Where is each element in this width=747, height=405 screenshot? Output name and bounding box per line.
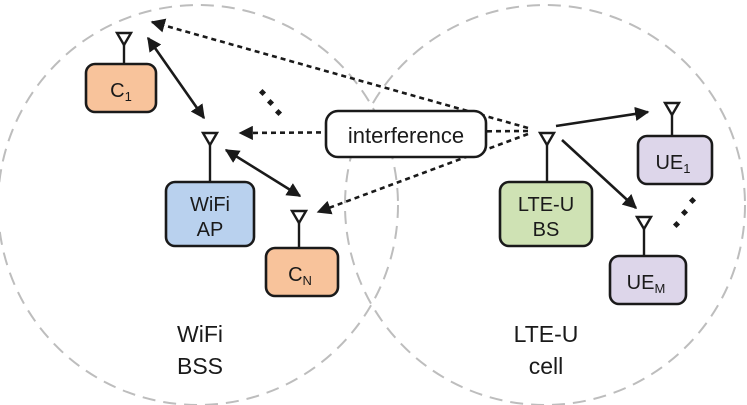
antenna-icon (537, 131, 557, 182)
antenna-icon (662, 101, 682, 136)
wifi-ap-label-line2: AP (197, 219, 224, 241)
link-bs-uem (561, 139, 638, 209)
ue-1-subscript: 1 (683, 161, 690, 176)
wifi-bss-region (0, 4, 399, 405)
interference-to-cn (316, 132, 529, 215)
wifi-bss-label-line2: BSS (177, 353, 223, 379)
client-c1-subscript: 1 (125, 89, 132, 104)
ue-m-subscript: M (654, 281, 665, 296)
ue-m-label: UE (627, 272, 655, 294)
client-cn-label: C (288, 264, 302, 286)
ue-1-box (636, 134, 714, 186)
wifi-links (146, 36, 302, 198)
antenna-icon (289, 209, 309, 248)
interference-box: interference (324, 109, 488, 159)
antennas (114, 31, 682, 256)
ue-1-node: UE1 (636, 134, 714, 186)
wifi-ap-node: WiFi AP (164, 180, 256, 248)
svg-text:UE1: UE1 (655, 152, 690, 176)
wifi-ap-box (164, 180, 256, 248)
link-c1-ap (146, 36, 206, 120)
lte-u-cell-label-line1: LTE-U (514, 321, 579, 347)
client-c1-label: C (110, 80, 124, 102)
ue-m-node: UEM (608, 254, 688, 306)
svg-text:CN: CN (288, 264, 312, 288)
client-c1-box (84, 62, 158, 114)
lte-u-bs-label-line2: BS (533, 219, 560, 241)
lte-links (555, 106, 650, 209)
ues-ellipsis (672, 196, 697, 229)
lte-u-cell-region (344, 4, 746, 405)
svg-text:UEM: UEM (627, 272, 666, 296)
wifi-bss-label-line1: WiFi (177, 321, 223, 347)
lte-u-bs-node: LTE-U BS (498, 180, 594, 248)
antenna-icon (634, 215, 654, 256)
client-cn-subscript: N (303, 273, 312, 288)
client-c1-node: C1 (84, 62, 158, 114)
link-ap-cn (224, 148, 302, 198)
client-cn-box (264, 246, 340, 298)
wifi-ap-label-line1: WiFi (190, 194, 230, 216)
clients-ellipsis (258, 88, 283, 117)
lte-u-bs-box (498, 180, 594, 248)
interference-label: interference (348, 123, 464, 148)
link-bs-ue1 (555, 106, 650, 128)
lte-u-bs-label-line1: LTE-U (518, 194, 574, 216)
ue-m-box (608, 254, 688, 306)
client-cn-node: CN (264, 246, 340, 298)
lte-u-cell-label-line2: cell (529, 353, 564, 379)
antenna-icon (200, 131, 220, 182)
antenna-icon (114, 31, 134, 64)
ue-1-label: UE (655, 152, 683, 174)
svg-text:C1: C1 (110, 80, 132, 104)
